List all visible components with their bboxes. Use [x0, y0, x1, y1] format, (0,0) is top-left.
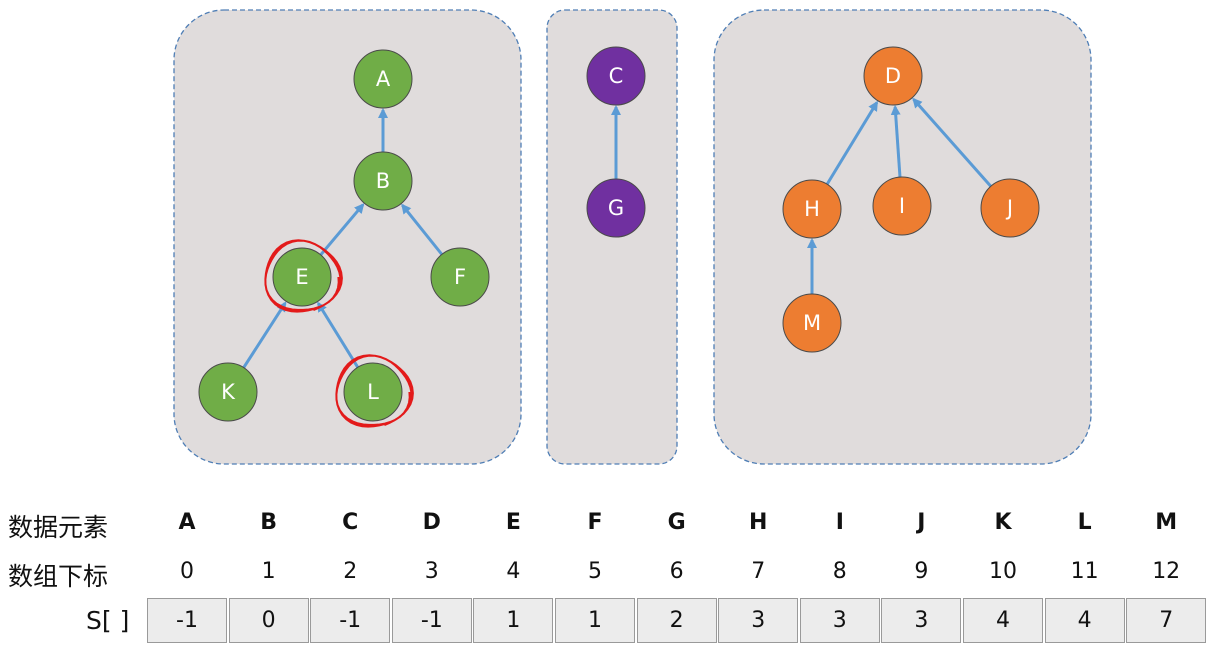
node-circle-e: [272, 247, 332, 307]
node-f: F: [430, 247, 490, 307]
node-circle-f: [430, 247, 490, 307]
node-circle-m: [782, 293, 842, 353]
index-label: 6: [669, 559, 684, 584]
node-label-f: F: [454, 265, 466, 289]
node-label-d: D: [885, 64, 901, 88]
index-label: 0: [180, 559, 194, 584]
parent-cell: 3: [881, 598, 962, 643]
edge-j-to-d: [912, 97, 992, 188]
edge-k-to-e: [242, 301, 287, 369]
union-find-forest-diagram: A B E F K L C G D H I J M: [173, 9, 1092, 465]
element-label: A: [178, 510, 196, 535]
element-label: E: [505, 510, 521, 535]
parent-cell: 3: [799, 598, 880, 643]
index-label: 11: [1070, 559, 1099, 584]
node-label-i: I: [899, 194, 905, 218]
node-circle-a: [353, 49, 413, 109]
row-label-elements: 数据元素: [8, 513, 109, 542]
index-label: 12: [1152, 559, 1181, 584]
node-circle-l: [343, 362, 403, 422]
element-label: C: [342, 510, 359, 535]
element-label: F: [587, 510, 603, 535]
parent-cell: 7: [1126, 598, 1207, 643]
node-circle-c: [586, 46, 646, 106]
node-circle-h: [782, 179, 842, 239]
node-circle-j: [980, 178, 1040, 238]
node-j: J: [980, 178, 1040, 238]
node-label-g: G: [608, 196, 624, 220]
parent-cell: 3: [718, 598, 799, 643]
index-label: 4: [506, 559, 521, 584]
element-label: J: [917, 510, 926, 535]
node-h: H: [782, 179, 842, 239]
element-label: H: [748, 510, 768, 535]
element-label: K: [994, 510, 1012, 535]
index-label: 2: [343, 559, 358, 584]
edge-l-to-e: [317, 301, 360, 369]
node-label-m: M: [803, 311, 821, 335]
highlight-ring-l: [335, 354, 414, 428]
row-label-indices: 数组下标: [8, 562, 109, 591]
parent-cell: 2: [636, 598, 717, 643]
node-circle-i: [872, 176, 932, 236]
node-label-j: J: [1005, 196, 1013, 220]
element-label: B: [260, 510, 277, 535]
edge-e-to-b: [319, 203, 365, 256]
edge-h-to-d: [825, 100, 879, 186]
node-label-h: H: [804, 197, 820, 221]
index-label: 3: [424, 559, 439, 584]
parent-cell: -1: [147, 598, 227, 643]
element-label: I: [835, 510, 844, 535]
node-e: E: [272, 247, 332, 307]
node-label-l: L: [367, 380, 379, 404]
node-k: K: [198, 362, 258, 422]
parent-cell: 4: [1044, 598, 1125, 643]
node-circle-g: [586, 178, 646, 238]
index-label: 9: [914, 559, 929, 584]
node-circle-d: [863, 46, 923, 106]
edge-f-to-b: [401, 203, 444, 256]
node-i: I: [872, 176, 932, 236]
element-label: L: [1077, 510, 1092, 535]
parent-cell: -1: [391, 598, 472, 643]
element-label: D: [422, 510, 441, 535]
index-label: 10: [989, 559, 1017, 584]
parent-cell: 4: [963, 598, 1043, 643]
edge-i-to-d: [890, 104, 902, 178]
node-label-b: B: [376, 169, 390, 193]
node-c: C: [586, 46, 646, 106]
node-l: L: [343, 362, 403, 422]
parent-cell: 1: [473, 598, 554, 643]
index-label: 5: [588, 559, 602, 584]
element-label: M: [1155, 510, 1178, 535]
element-label: G: [667, 510, 686, 535]
node-m: M: [782, 293, 842, 353]
node-label-c: C: [609, 64, 624, 88]
highlight-ring-e: [264, 239, 343, 313]
node-circle-b: [353, 151, 413, 211]
row-label-parents: S[ ]: [86, 606, 130, 635]
index-label: 1: [261, 559, 276, 584]
index-label: 7: [751, 559, 766, 584]
node-label-e: E: [295, 265, 308, 289]
parent-cell: -1: [310, 598, 391, 643]
node-a: A: [353, 49, 413, 109]
node-b: B: [353, 151, 413, 211]
node-g: G: [586, 178, 646, 238]
index-label: 8: [832, 559, 847, 584]
parent-cell: 1: [555, 598, 635, 643]
parent-cell: 0: [228, 598, 309, 643]
node-circle-k: [198, 362, 258, 422]
node-label-k: K: [221, 380, 236, 404]
node-d: D: [863, 46, 923, 106]
node-label-a: A: [376, 67, 391, 91]
tree-panel-group-1: [173, 9, 522, 465]
